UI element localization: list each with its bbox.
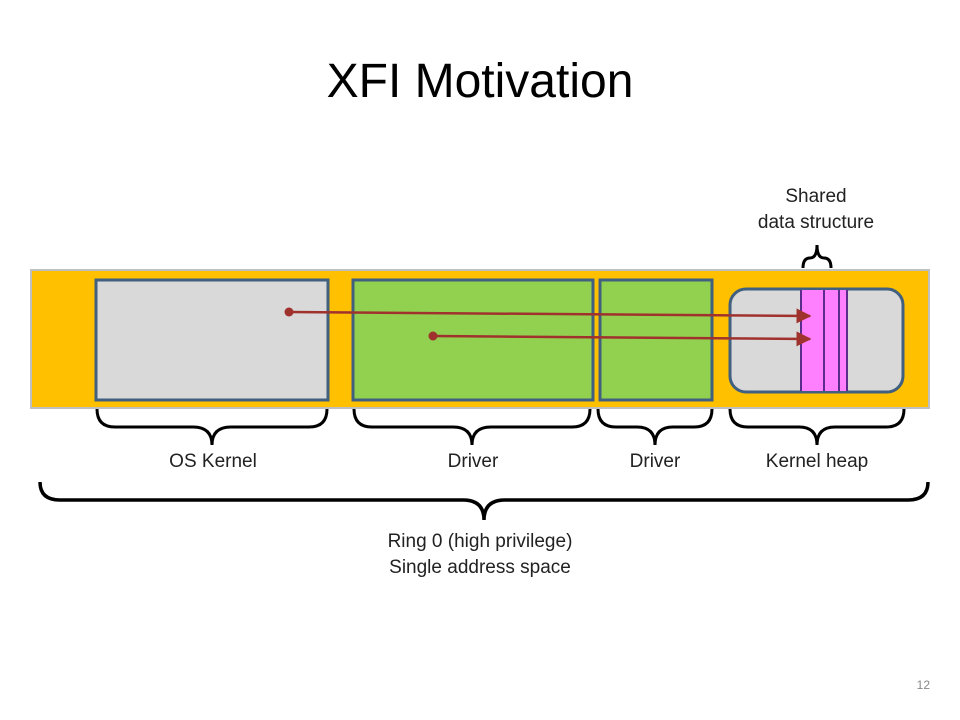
os-kernel-label: OS Kernel	[169, 451, 257, 472]
driver-label-2: Driver	[629, 451, 681, 472]
driver-block-1	[351, 278, 595, 402]
shared-data-structure-label: Shared data structure	[716, 184, 916, 235]
pointer-arrow-os-kernel	[284, 307, 812, 324]
brace-kernel-heap	[728, 408, 906, 446]
driver-label-1: Driver	[447, 451, 499, 472]
brace-driver-1	[352, 408, 592, 446]
ring-label-line1: Ring 0 (high privilege)	[387, 531, 573, 552]
slide-title: XFI Motivation	[326, 55, 634, 108]
driver-block-2	[598, 278, 714, 402]
shared-label-line2: data structure	[757, 211, 875, 233]
ring-label-line2: Single address space	[389, 556, 571, 578]
os-kernel-block	[94, 278, 330, 402]
brace-driver-2	[596, 408, 714, 446]
shared-data-structure	[800, 290, 848, 391]
brace-ring-0	[38, 481, 930, 521]
brace-shared	[801, 244, 833, 269]
page-number: 12	[916, 678, 930, 692]
kernel-heap-label: Kernel heap	[765, 451, 869, 472]
shared-label-line1: Shared	[785, 186, 847, 207]
ring-0-label: Ring 0 (high privilege) Single address s…	[330, 529, 630, 580]
pointer-arrow-driver	[428, 331, 812, 347]
brace-os-kernel	[95, 408, 329, 446]
